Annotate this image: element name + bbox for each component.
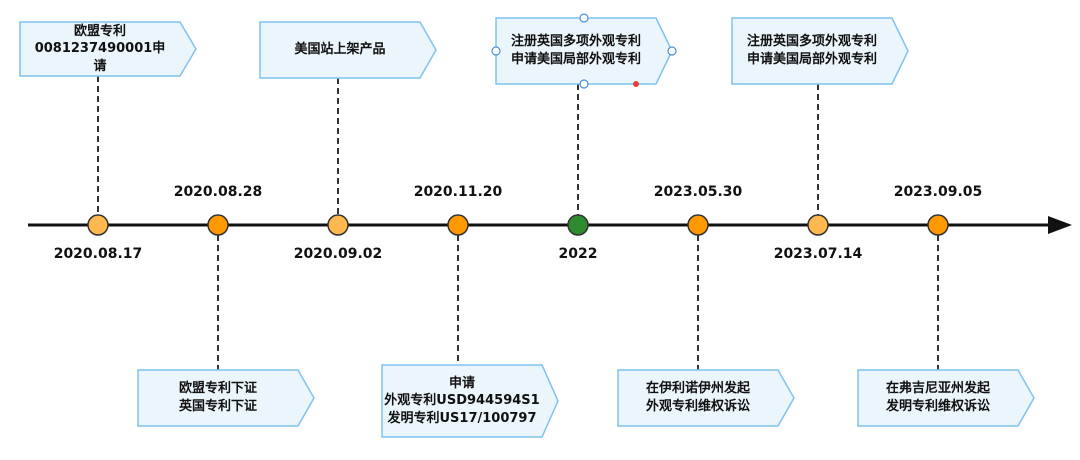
callout-box-3[interactable] (259, 21, 437, 79)
callout-box-2[interactable] (137, 369, 315, 427)
callout-box-1[interactable] (19, 21, 197, 77)
callout-text-1: 欧盟专利 0081237490001申 请 (34, 23, 166, 74)
connector-lines (97, 76, 939, 370)
date-label-6: 2023.05.30 (653, 184, 743, 200)
selection-handle-4[interactable] (491, 46, 501, 56)
selection-handle-1[interactable] (579, 13, 589, 23)
callout-text-4: 申请 外观专利USD944594S1 发明专利US17/100797 (384, 375, 540, 426)
callout-text-3: 美国站上架产品 (294, 42, 386, 58)
milestone-node-8[interactable] (927, 214, 949, 236)
callout-box-6[interactable] (617, 369, 795, 427)
callout-box-7[interactable] (731, 17, 909, 85)
callout-text-7: 注册英国多项外观专利 申请美国局部外观专利 (746, 34, 877, 67)
milestone-node-6[interactable] (687, 214, 709, 236)
timeline-arrowhead (1048, 216, 1072, 234)
milestone-node-5[interactable] (567, 214, 589, 236)
selection-handle-2[interactable] (667, 46, 677, 56)
milestone-node-7[interactable] (807, 214, 829, 236)
date-label-7: 2023.07.14 (773, 246, 863, 262)
callout-text-5: 注册英国多项外观专利 申请美国局部外观专利 (510, 34, 641, 67)
date-label-8: 2023.09.05 (893, 184, 983, 200)
milestone-node-4[interactable] (447, 214, 469, 236)
callout-boxes (19, 17, 1035, 438)
date-label-5: 2022 (558, 246, 598, 262)
callout-text-8: 在弗吉尼亚州发起 发明专利维权诉讼 (885, 381, 990, 414)
callout-box-5[interactable] (495, 17, 673, 85)
date-label-2: 2020.08.28 (173, 184, 263, 200)
milestone-nodes (87, 214, 949, 236)
selection-handle-3[interactable] (579, 79, 589, 89)
callout-box-8[interactable] (857, 369, 1035, 427)
milestone-node-3[interactable] (327, 214, 349, 236)
date-label-4: 2020.11.20 (413, 184, 503, 200)
callout-box-4[interactable] (381, 364, 559, 438)
callout-text-6: 在伊利诺伊州发起 外观专利维权诉讼 (645, 381, 750, 414)
callout-text-2: 欧盟专利下证 英国专利下证 (178, 381, 257, 414)
rotate-handle[interactable] (633, 81, 639, 87)
milestone-node-1[interactable] (87, 214, 109, 236)
date-label-1: 2020.08.17 (53, 246, 143, 262)
selection-handles (491, 13, 677, 89)
milestone-node-2[interactable] (207, 214, 229, 236)
date-label-3: 2020.09.02 (293, 246, 383, 262)
